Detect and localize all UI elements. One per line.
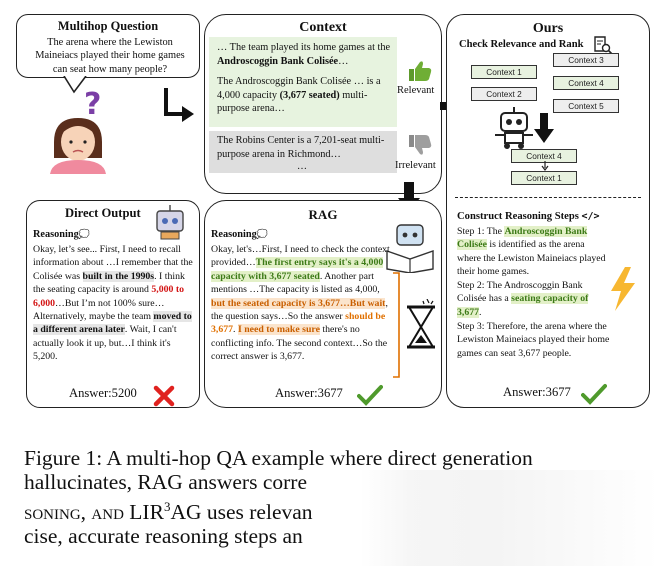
caption-line-4: cise, accurate reasoning steps an [24, 524, 303, 549]
context-title: Context [299, 20, 347, 35]
step2-prefix: Step 2: The Androscoggin Bank Colisée ha… [457, 280, 583, 305]
caption-line-3: soning, and LIR3AG uses relevan [24, 495, 659, 525]
pill-context-1: Context 1 [471, 65, 537, 79]
rag-reasoning-text: Reasoning [211, 229, 257, 240]
rag-t1: Okay, let's…First, I need to check the c… [211, 244, 390, 269]
irrelevant-context-text: The Robins Center is a 7,201-seat multi-… [217, 135, 385, 160]
direct-title: Direct Output [65, 206, 141, 220]
ours-answer: Answer:3677 [503, 385, 571, 399]
direct-reasoning-body: Okay, let’s see... First, I need to reca… [33, 243, 193, 364]
relevant-label: Relevant [397, 85, 435, 96]
rag-reasoning-body: Okay, let's…First, I need to check the c… [211, 243, 391, 364]
multihop-question-box: Multihop Question The arena where the Le… [16, 14, 200, 78]
robot-icon [495, 107, 533, 149]
irrelevant-label: Irrelevant [395, 160, 436, 171]
relevant-context-panel: … The team played its home games at the … [209, 37, 397, 127]
rag-box: RAG Reasoning💭 Okay, let's…First, I need… [204, 200, 442, 408]
irrelevant-context-panel: The Robins Center is a 7,201-seat multi-… [209, 131, 397, 173]
steps-title-text: Construct Reasoning Steps [457, 211, 579, 222]
caption-line-2: hallucinates, RAG answers corre [24, 470, 307, 495]
direct-t4: . Wait, I can't actually look it up, but… [33, 324, 177, 363]
direct-output-box: Direct Output Reasoning💭 Okay, let’s see… [26, 200, 200, 408]
cross-icon [153, 385, 175, 407]
caption-line-1: Figure 1: A multi-hop QA example where d… [24, 446, 533, 470]
thumbs-down-icon [409, 135, 432, 155]
pill-context-3: Context 3 [553, 53, 619, 67]
direct-t1: Okay, let’s see... First, I need to reca… [33, 244, 193, 282]
relevant-context-text-1: … The team played its home games at the … [217, 41, 395, 68]
svg-text:?: ? [84, 88, 101, 120]
document-search-icon [594, 36, 613, 55]
small-down-arrow-icon [541, 161, 549, 171]
relevant-suffix: … [338, 55, 349, 67]
direct-t2-red: 5,000 to 6,000 [33, 284, 184, 309]
step-1: Step 1: The Androscoggin Bank Colisée is… [457, 225, 607, 279]
step-3: Step 3: Therefore, the arena where the L… [457, 321, 610, 359]
caption-l3: soning, and LIR [24, 499, 164, 524]
multihop-title: Multihop Question [57, 19, 159, 33]
rag-t2: . Another part mentions …The capacity is… [211, 270, 380, 296]
robot-head-icon [156, 205, 184, 240]
pill-context-5: Context 5 [553, 99, 619, 113]
thumbs-up-icon [409, 61, 432, 81]
caption-blur-overlay [360, 470, 659, 566]
direct-t3: …But I’m not 100% sure… Alternatively, m… [33, 297, 165, 323]
step-2: Step 2: The Androscoggin Bank Colisée ha… [457, 279, 607, 319]
ours-divider [455, 197, 641, 198]
rag-title: RAG [308, 207, 338, 222]
relevant-bold: Androscoggin Bank Colisée [217, 55, 339, 67]
pill-context-2: Context 2 [471, 87, 537, 101]
irrelevant-dots: … [297, 161, 307, 172]
rag-thought-bubble-icon: 💭 [256, 229, 268, 239]
multihop-question-text: The arena where the Lewiston Maineiacs p… [35, 37, 185, 75]
rag-answer: Answer:3677 [275, 386, 343, 400]
bracket-icon [393, 272, 400, 378]
caption-l3-sup: 3 [163, 498, 171, 514]
ours-box: Ours Check Relevance and Rank Context 1 … [446, 14, 650, 408]
figure-caption: Figure 1: A multi-hop QA example where d… [24, 446, 659, 549]
caption-l3b: AG uses relevan [170, 499, 313, 524]
arrow-to-context-icon [164, 88, 194, 122]
rag-t5: there's no conflicting info. The second … [211, 324, 388, 363]
pill-context-4: Context 4 [553, 76, 619, 90]
direct-t2: . I think the seating capacity is around [33, 270, 185, 296]
relevant2-suffix: multi-purpose arena… [217, 89, 368, 115]
hourglass-icon [407, 299, 435, 349]
rag-t4: . [233, 324, 238, 336]
relevant-context-text-2: The Androscoggin Bank Colisée … is a 4,0… [217, 75, 395, 116]
code-icon: </> [581, 211, 600, 222]
step2-suffix: . [479, 306, 482, 318]
rag-t3-orange: should be 3,677 [211, 311, 386, 336]
relevant-prefix: … The team played its home games at the [217, 42, 391, 53]
lightning-icon [611, 267, 635, 311]
direct-answer: Answer:5200 [69, 386, 137, 400]
step1-suffix: is identified as the arena where the Lew… [457, 239, 606, 278]
direct-t1-highlight: built in the 1990s [82, 270, 155, 282]
rag-t2-highlight: but the seated capacity is 3,677…But wai… [211, 297, 386, 309]
down-arrow-icon [534, 113, 554, 143]
pill-ranked-context-1: Context 1 [511, 171, 577, 185]
rag-reasoning-label: Reasoning💭 [211, 229, 268, 240]
direct-reasoning-text: Reasoning [33, 229, 79, 240]
relevant2-prefix: The Androscoggin Bank Colisée … is a 4,0… [217, 76, 381, 101]
direct-reasoning-label: Reasoning💭 [33, 229, 90, 240]
rag-t3: , the question says…So the answer [211, 297, 388, 323]
check-icon [581, 384, 607, 405]
thought-bubble-icon: 💭 [78, 229, 90, 239]
relevant2-bold: (3,677 seated) [279, 89, 340, 101]
confused-person-icon [50, 118, 106, 174]
speech-tail-icon [63, 76, 87, 94]
question-mark-icon: ? [84, 88, 101, 120]
steps-title: Construct Reasoning Steps </> [457, 211, 600, 222]
rag-check-icon [357, 385, 383, 406]
rag-t4-highlight: I need to make sure [237, 324, 320, 336]
pill-ranked-context-4: Context 4 [511, 149, 577, 163]
ours-title: Ours [532, 21, 564, 36]
context-box: Context … The team played its home games… [204, 14, 442, 194]
ours-subtitle: Check Relevance and Rank [459, 39, 584, 50]
reading-robot-icon [386, 224, 434, 273]
step1-prefix: Step 1: The [457, 226, 505, 237]
